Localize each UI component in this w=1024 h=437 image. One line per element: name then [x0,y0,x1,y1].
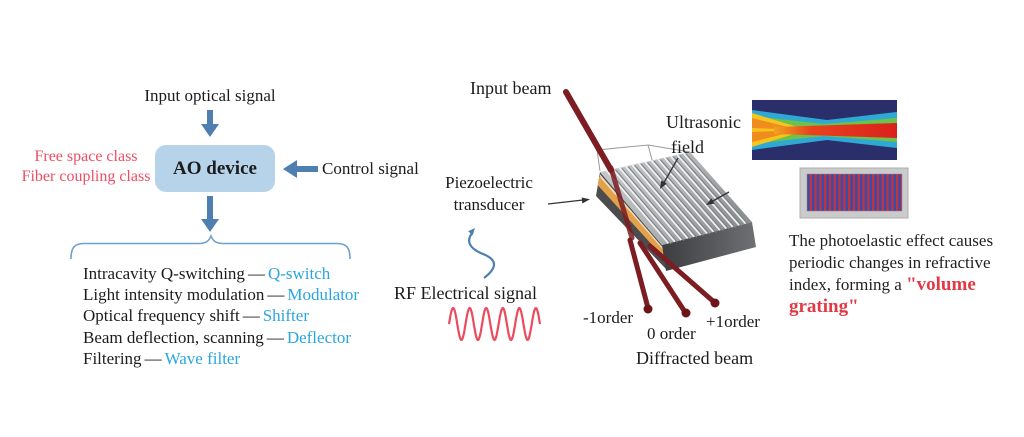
rf-electrical-signal-label: RF Electrical signal [394,283,537,303]
diffracted-beam-label: Diffracted beam [636,348,754,368]
ao-device-box [155,145,275,192]
function-row: Optical frequency shift—Shifter [83,305,359,326]
caption-red-text: "volume grating" [789,274,976,317]
caption-black-text: The photoelastic effect causes periodic … [789,231,994,294]
function-row: Intracavity Q-switching—Q-switch [83,263,359,284]
control-signal-arrow-icon [283,160,318,178]
dash-separator: — [266,327,284,347]
photoelastic-caption: The photoelastic effect causes periodic … [789,230,1015,318]
order-plus1-label: +1order [706,312,760,331]
input-signal-arrow-icon [201,110,219,137]
device-output-arrow-icon [201,196,219,232]
order-zero-label: 0 order [647,324,696,343]
input-beam-label: Input beam [470,78,552,98]
ao-device-label: AO device [173,157,257,179]
order-minus1-label: -1order [583,308,634,327]
ultrasonic-line2: field [671,137,704,157]
input-optical-signal-label: Input optical signal [144,86,276,105]
device-term: Deflector [286,327,351,347]
volume-grating-image [799,167,909,219]
function-name: Filtering [83,348,142,368]
function-row: Beam deflection, scanning—Deflector [83,327,359,348]
rf-squiggle-arrow-icon [468,228,496,279]
ultrasonic-field-label: Ultrasonic field [666,110,776,160]
dash-separator: — [144,348,162,368]
right-face-pointer [706,191,730,205]
control-signal-label: Control signal [322,159,419,178]
device-term: Modulator [287,285,360,305]
dash-separator: — [247,264,265,283]
device-class-labels: Free space class Fiber coupling class [12,147,160,187]
function-row: Light intensity modulation—Modulator [83,284,359,305]
device-term: Q-switch [267,264,331,283]
functions-brace [70,233,351,260]
dash-separator: — [242,306,260,326]
piezo-line2: transducer [453,195,525,214]
function-name: Beam deflection, scanning [83,327,264,347]
diffracted-beam-rays [627,237,720,318]
device-term: Wave filter [164,348,241,368]
piezoelectric-transducer-label: Piezoelectric transducer [428,172,550,216]
ultrasonic-wavefront-stripes [605,152,749,245]
dash-separator: — [267,285,285,305]
input-beam-ray [563,89,614,173]
function-name: Light intensity modulation [83,285,265,305]
piezo-line1: Piezoelectric [445,173,533,192]
free-space-class-label: Free space class [34,148,138,165]
rf-sine-wave-icon [447,306,542,342]
function-row: Filtering—Wave filter [83,348,359,369]
device-term: Shifter [262,306,309,326]
ultrasonic-field-pointer [660,157,679,189]
piezo-pointer [547,197,590,205]
internal-beam-ray [608,165,635,241]
acoustic-field-simulation-image [752,100,897,160]
ao-crystal-box [596,144,756,271]
function-name: Optical frequency shift [83,306,240,326]
ultrasonic-line1: Ultrasonic [666,112,741,132]
ao-function-list: Intracavity Q-switching—Q-switch Light i… [83,263,359,369]
transducer-strip [597,176,665,259]
function-name: Intracavity Q-switching [83,264,245,283]
fiber-coupling-class-label: Fiber coupling class [21,168,151,185]
